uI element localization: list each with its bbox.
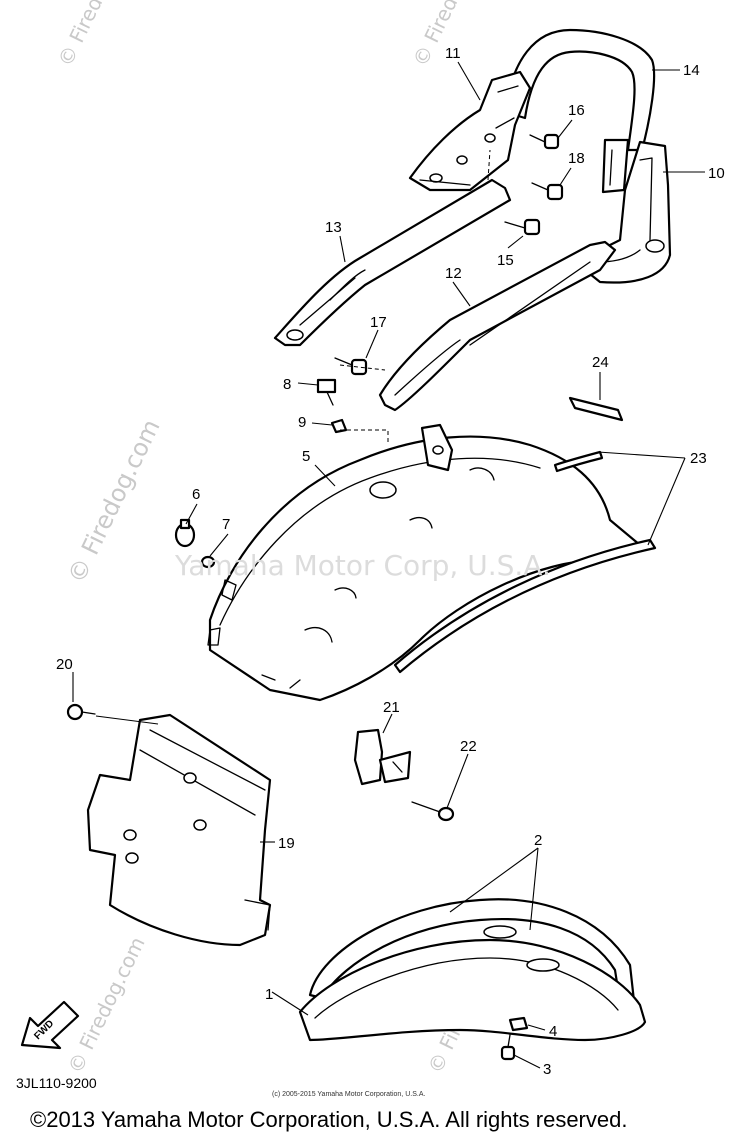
callout-4: 4 [549, 1023, 557, 1040]
part-20-bolt [66, 703, 96, 721]
callout-12: 12 [445, 265, 462, 282]
callout-21: 21 [383, 699, 400, 716]
callout-15: 15 [497, 252, 514, 269]
callout-labels: 11 14 16 18 10 13 15 12 17 24 8 9 23 5 6… [56, 45, 725, 1078]
leader-lines [72, 61, 705, 1069]
fwd-arrow-icon: FWD [20, 1000, 80, 1050]
callout-22: 22 [460, 738, 477, 755]
bolt-17 [334, 357, 368, 376]
callout-5: 5 [302, 448, 310, 465]
callout-8: 8 [283, 376, 291, 393]
callout-9: 9 [298, 414, 306, 431]
site-watermark: © Firedog.com [62, 415, 165, 588]
part-9-clip [330, 418, 348, 434]
diagram-code: 3JL110-9200 [16, 1075, 97, 1091]
callout-2: 2 [534, 832, 542, 849]
part-4-clip [508, 1016, 529, 1032]
callout-19: 19 [278, 835, 295, 852]
part-3-bolt [500, 1034, 516, 1061]
part-19-inner-fender [86, 713, 272, 947]
part-12-rail [378, 240, 617, 412]
part-13-rail [273, 178, 512, 347]
site-watermark-bottom-left: © Firedog.com [63, 933, 150, 1077]
part-5-rear-fender [207, 423, 642, 702]
callout-7: 7 [222, 516, 230, 533]
center-watermark: Yamaha Motor Corp, U.S.A. [174, 549, 551, 582]
copyright-footer: ©2013 Yamaha Motor Corporation, U.S.A. A… [30, 1107, 628, 1132]
callout-24: 24 [592, 354, 609, 371]
callout-6: 6 [192, 486, 200, 503]
callout-10: 10 [708, 165, 725, 182]
bolt-16 [529, 133, 560, 150]
site-watermark-top-left: © Firedog.com [53, 0, 140, 70]
part-23-strip [393, 450, 657, 674]
callout-17: 17 [370, 314, 387, 331]
callout-20: 20 [56, 656, 73, 673]
part-7-nut [200, 555, 216, 569]
part-21-bracket [353, 728, 412, 786]
bolt-18 [531, 182, 564, 201]
callout-3: 3 [543, 1061, 551, 1078]
callout-11: 11 [445, 45, 461, 62]
callout-14: 14 [683, 62, 700, 79]
part-6-grommet [174, 518, 196, 548]
callout-13: 13 [325, 219, 342, 236]
part-8-bolt [316, 378, 337, 406]
part-24-strip [568, 396, 624, 422]
callout-18: 18 [568, 150, 585, 167]
part-11-bracket [408, 70, 532, 192]
bolt-15 [504, 218, 541, 236]
small-copyright: (c) 2005-2015 Yamaha Motor Corporation, … [272, 1091, 426, 1098]
part-22-screw [411, 801, 455, 822]
part-1-front-fender [298, 938, 647, 1042]
callout-23: 23 [690, 450, 707, 467]
callout-1: 1 [265, 986, 273, 1003]
callout-16: 16 [568, 102, 585, 119]
